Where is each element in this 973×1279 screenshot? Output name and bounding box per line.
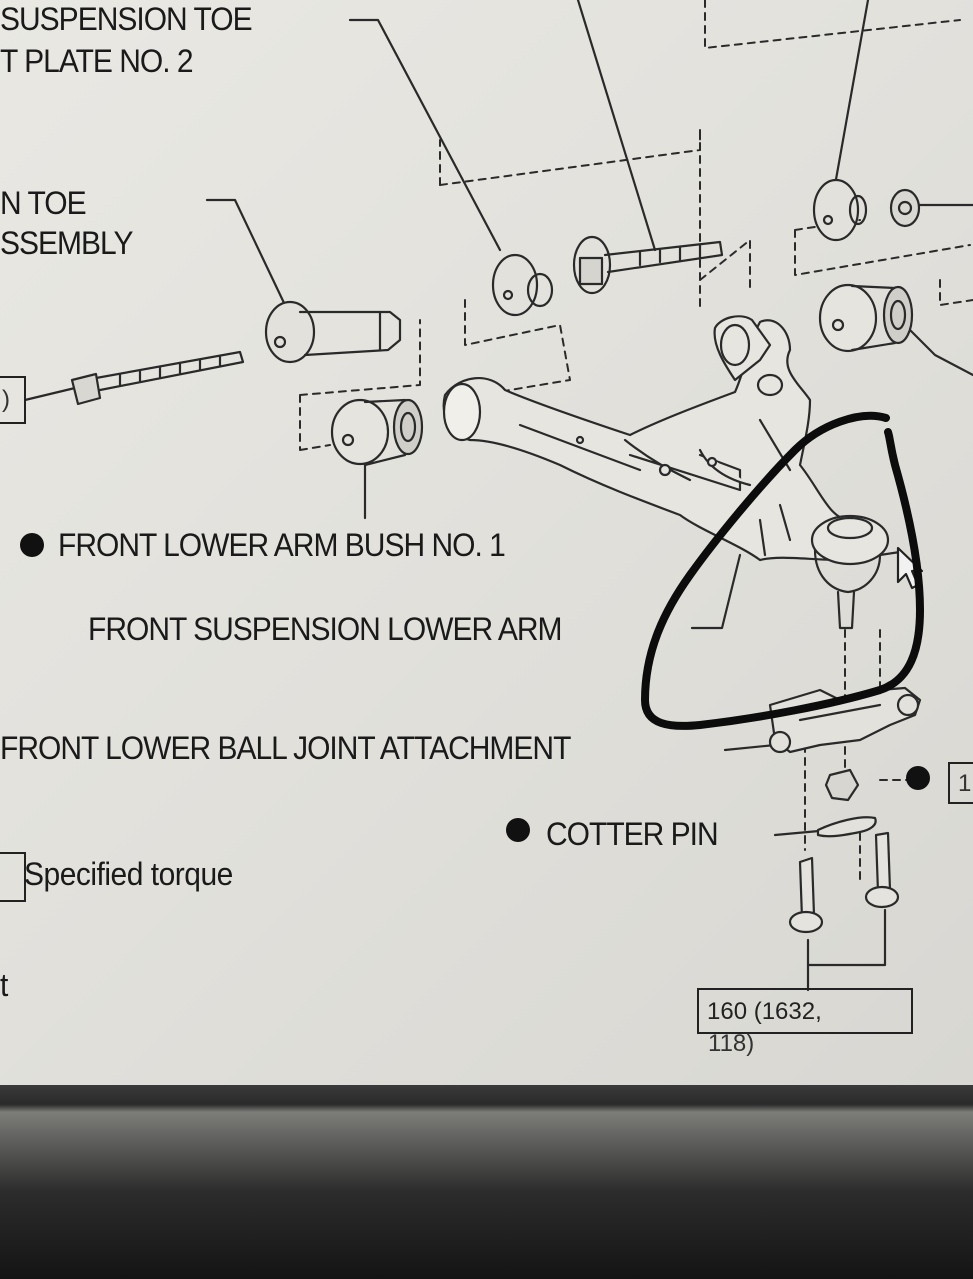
bolt-center bbox=[572, 235, 724, 295]
label-lower-arm: FRONT SUSPENSION LOWER ARM bbox=[88, 612, 563, 648]
torque-box-left: ) bbox=[0, 376, 26, 424]
torque-box-right-text: 1 bbox=[958, 770, 972, 797]
monitor-screen: SUSPENSION TOE T PLATE NO. 2 N TOE SSEMB… bbox=[0, 0, 973, 1085]
label-toe-plate-line2: T PLATE NO. 2 bbox=[0, 44, 194, 80]
dashed-frames bbox=[299, 0, 973, 881]
torque-box-right: 1 bbox=[948, 762, 973, 804]
leader-lines bbox=[23, 0, 973, 992]
bullet-icon bbox=[506, 818, 530, 842]
bush-no-1 bbox=[330, 398, 424, 467]
cam-plate-center bbox=[491, 253, 554, 317]
label-toe-assembly-line2: SSEMBLY bbox=[0, 226, 133, 262]
label-toe-plate-line1: SUSPENSION TOE bbox=[0, 2, 253, 38]
legend-torque-symbol bbox=[0, 852, 26, 902]
cam-bolt-left bbox=[264, 300, 402, 364]
cotter-pin-part bbox=[816, 816, 877, 838]
bullet-icon bbox=[20, 533, 44, 557]
bush-no-2 bbox=[818, 283, 914, 353]
attachment-bolts bbox=[788, 831, 900, 934]
cam-plate-right bbox=[812, 178, 921, 242]
label-toe-assembly-line1: N TOE bbox=[0, 186, 87, 222]
legend-partial-text: t bbox=[0, 968, 8, 1004]
exploded-parts-diagram bbox=[23, 0, 973, 992]
monitor-bezel bbox=[0, 1085, 973, 1279]
torque-value-line2: 118) bbox=[708, 1030, 755, 1057]
legend-specified-torque: Specified torque bbox=[24, 857, 233, 893]
torque-box-left-text: ) bbox=[2, 386, 10, 413]
ball-joint-stud bbox=[810, 514, 902, 630]
torque-value-line1: 160 (1632, bbox=[707, 998, 822, 1025]
label-ball-joint-attachment: FRONT LOWER BALL JOINT ATTACHMENT bbox=[0, 731, 571, 767]
label-bush-no-1: FRONT LOWER ARM BUSH NO. 1 bbox=[58, 528, 506, 564]
label-cotter-pin: COTTER PIN bbox=[546, 817, 719, 853]
bullet-icon bbox=[906, 766, 930, 790]
hand-drawn-circle-marker bbox=[640, 411, 925, 730]
long-bolt-left bbox=[70, 350, 245, 406]
torque-box-bottom: 160 (1632, bbox=[697, 988, 913, 1034]
castle-nut bbox=[824, 768, 860, 802]
